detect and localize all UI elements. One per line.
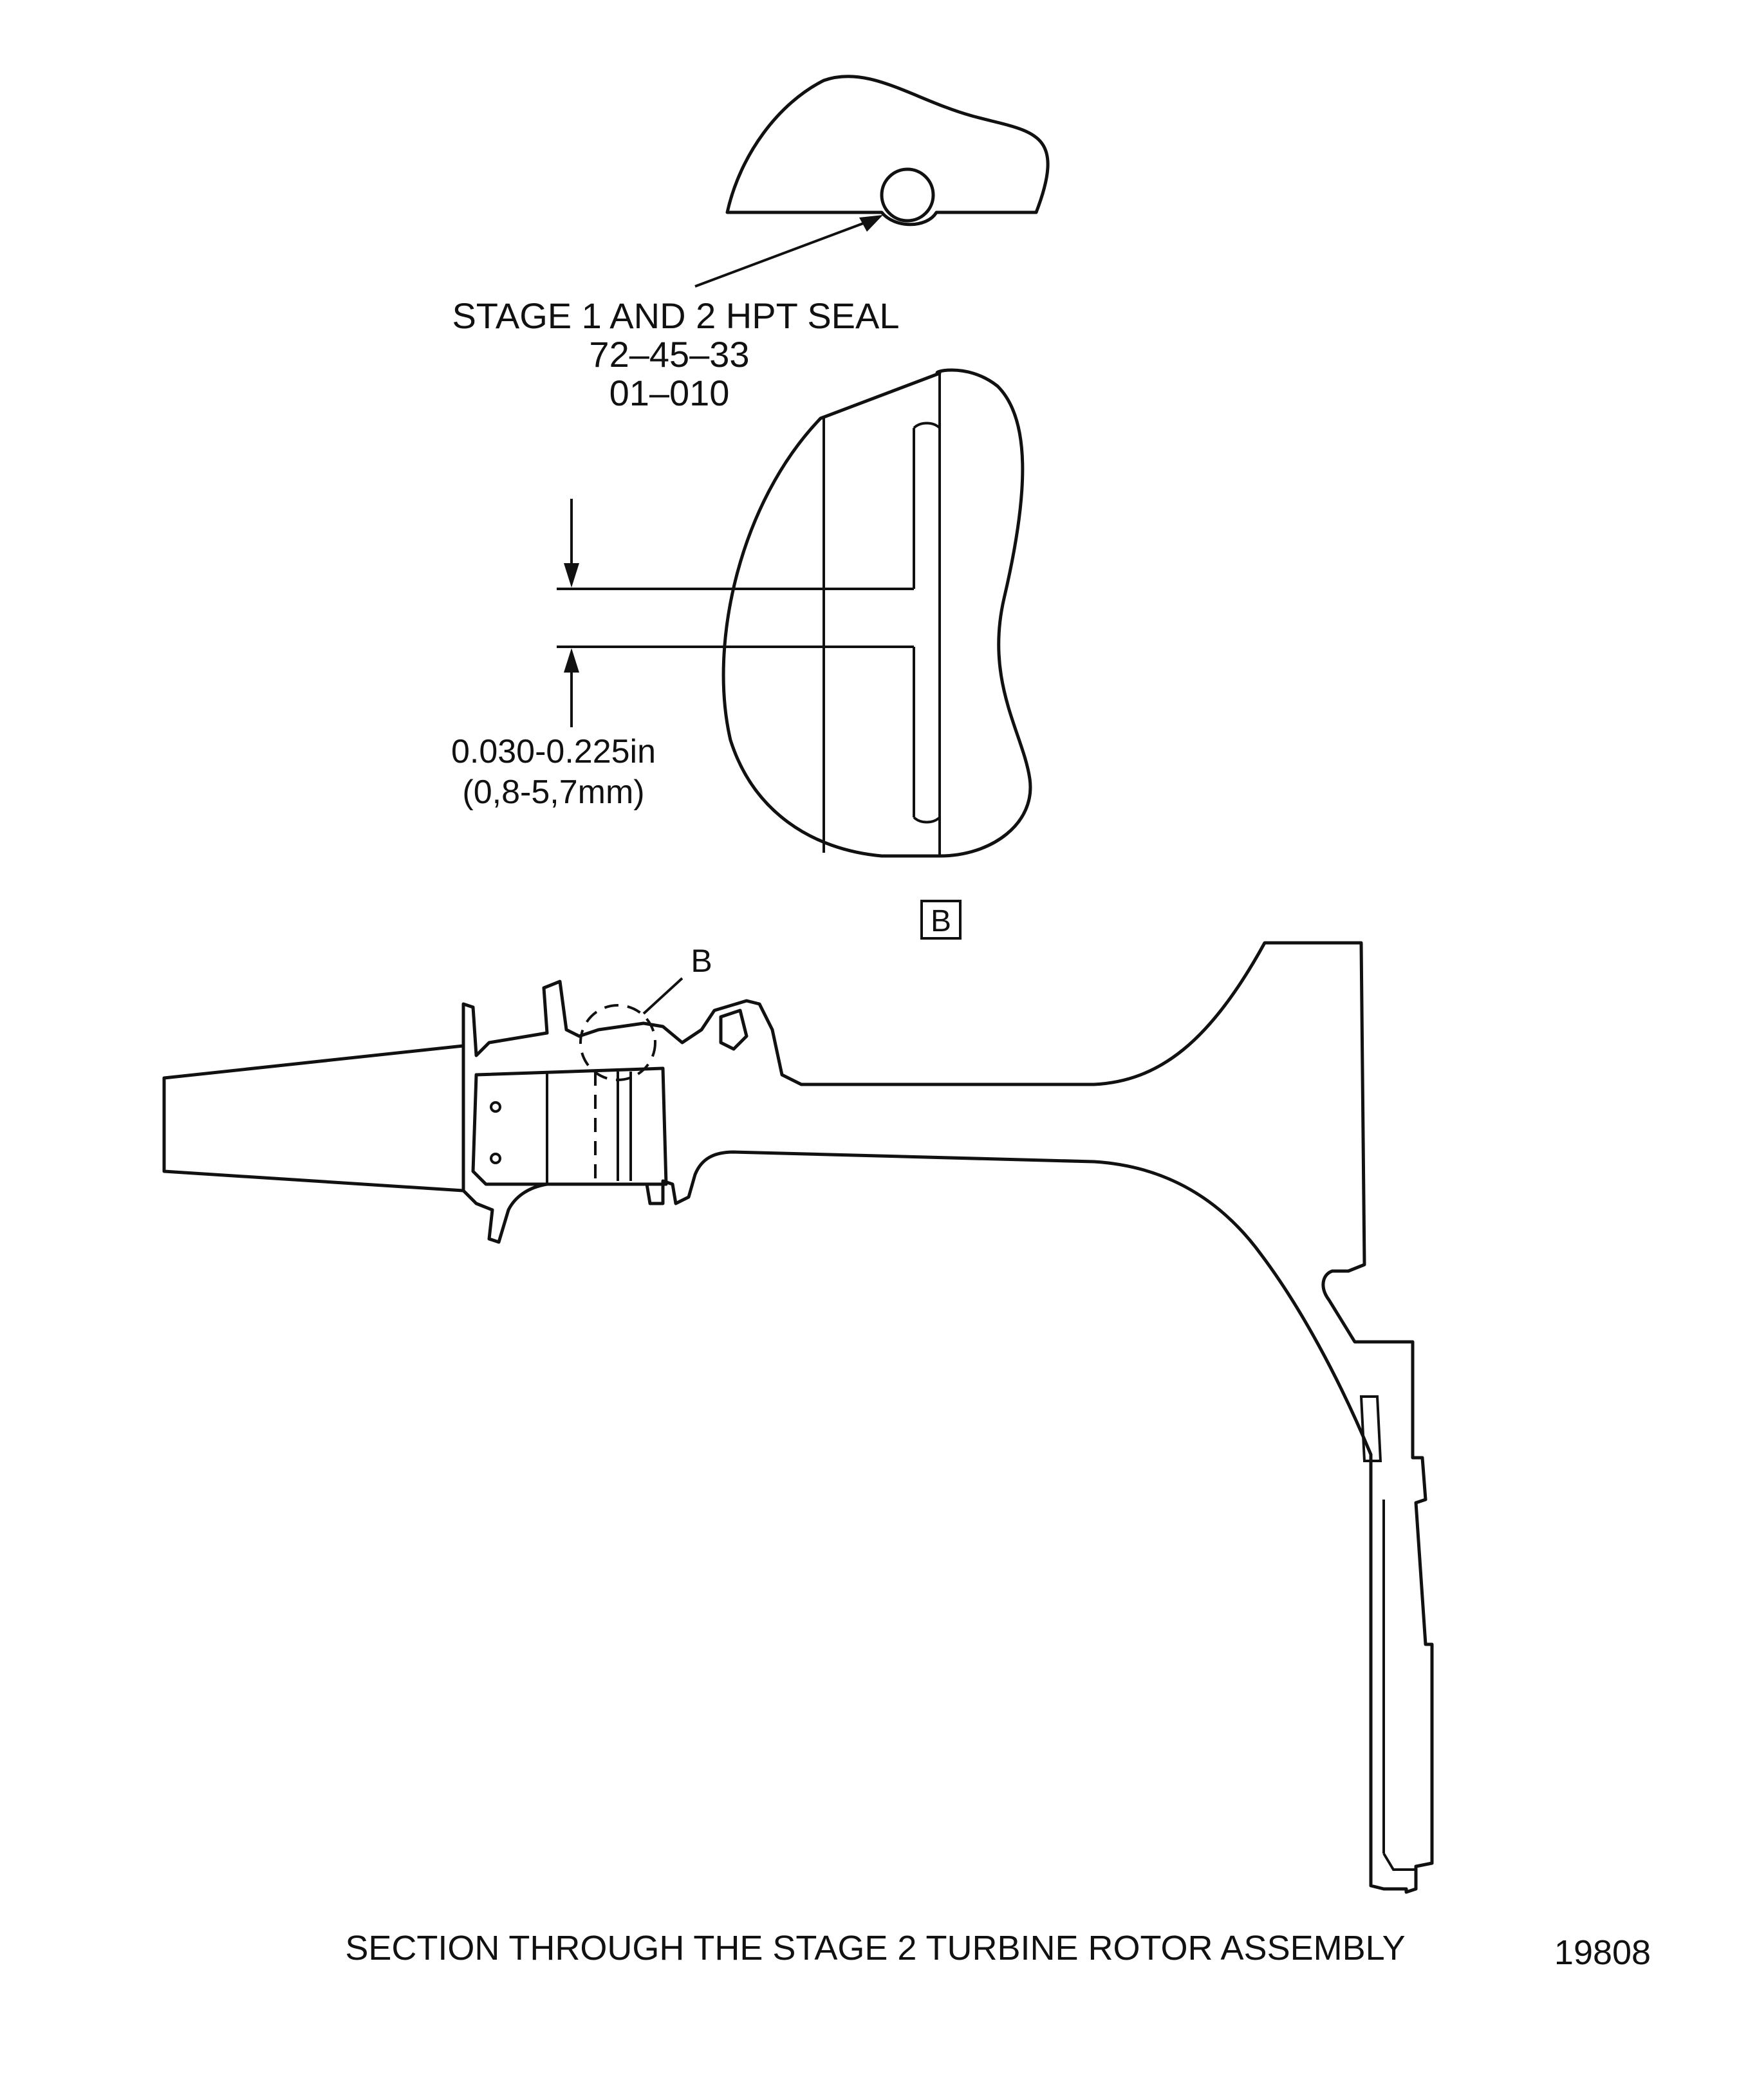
dimension-arrow-top	[564, 499, 579, 588]
rotor-section	[162, 941, 1434, 1894]
seal-name-label: STAGE 1 AND 2 HPT SEAL	[452, 295, 899, 336]
seal-leader-arrow	[694, 215, 883, 288]
dimension-inch-label: 0.030-0.225in	[451, 733, 656, 770]
detail-b-ref-label: B	[691, 943, 712, 979]
dimension-arrow-bottom	[564, 648, 579, 727]
figure-number: 19808	[1554, 1933, 1651, 1972]
seal-item-label: 01–010	[609, 373, 730, 413]
figure-caption: SECTION THROUGH THE STAGE 2 TURBINE ROTO…	[345, 1929, 1405, 1967]
seal-ref-label: 72–45–33	[589, 334, 749, 375]
detail-b-indicator-circle	[579, 1004, 656, 1081]
seal-section-view	[725, 75, 1050, 227]
detail-b-indicator-leader	[642, 977, 683, 1015]
detail-b-box	[920, 900, 962, 940]
detail-b-view	[557, 368, 1032, 858]
detail-b-box-label: B	[931, 904, 951, 938]
dimension-metric-label: (0,8-5,7mm)	[462, 774, 644, 811]
